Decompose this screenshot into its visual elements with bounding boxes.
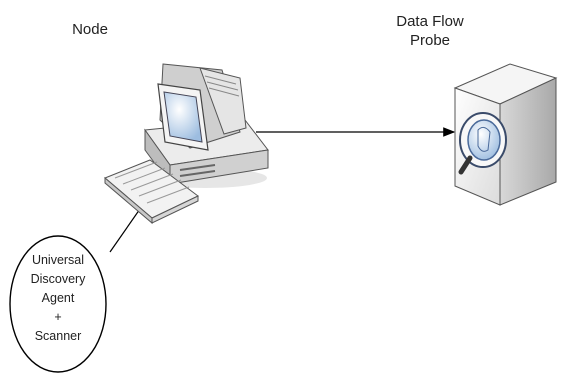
agent-label: Universal Discovery Agent + Scanner: [30, 253, 86, 343]
node-label: Node: [72, 21, 108, 38]
agent-ellipse: [9, 235, 107, 373]
desktop-computer-icon: [104, 63, 269, 225]
probe-server-icon: [453, 63, 558, 206]
probe-label: Data Flow Probe: [396, 13, 464, 49]
